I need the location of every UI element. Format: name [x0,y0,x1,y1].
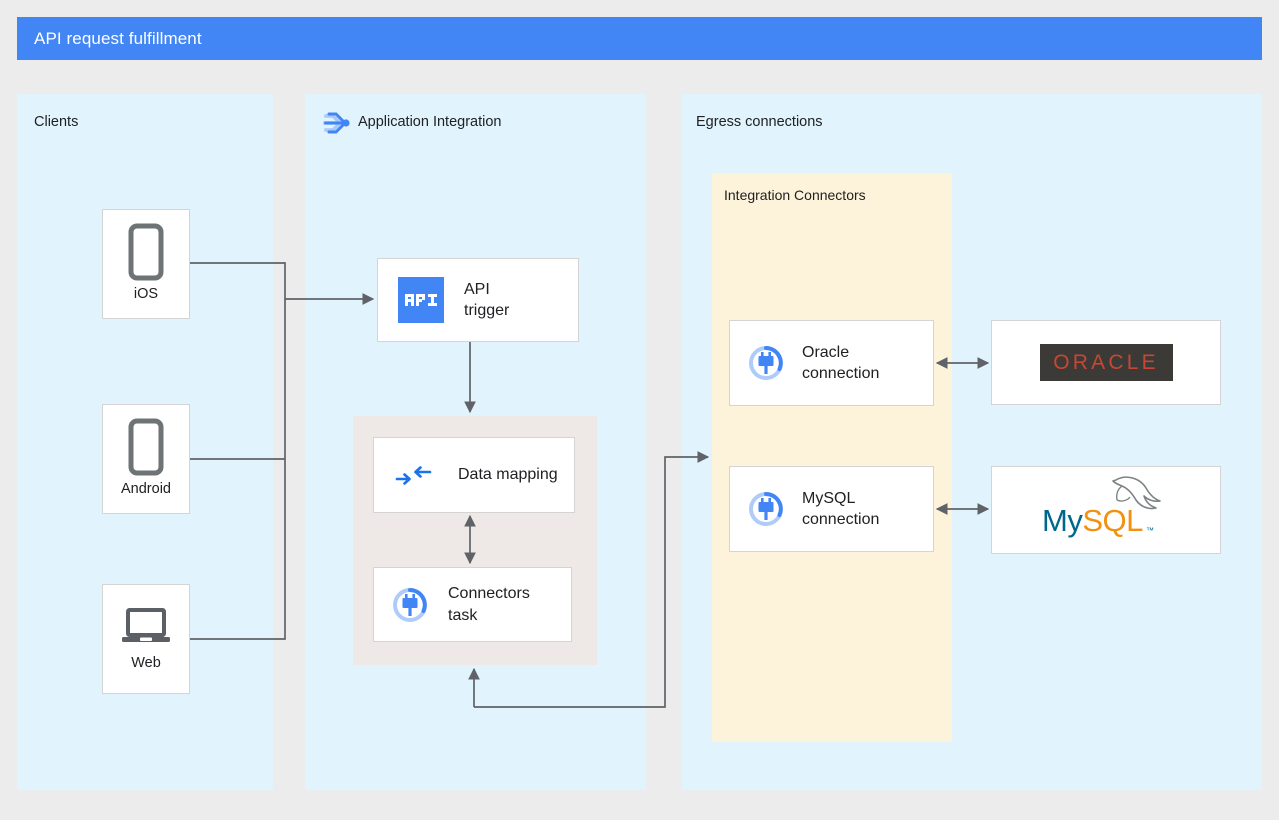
node-api-trigger[interactable]: API trigger [377,258,579,342]
node-api-trigger-label: API trigger [464,280,510,319]
laptop-icon [120,604,172,650]
group-integration-connectors-label: Integration Connectors [724,187,866,203]
data-mapping-icon [394,461,434,489]
node-mysql-connection-label: MySQL connection [802,489,880,528]
client-node-ios-label: iOS [133,286,159,303]
client-node-android-label: Android [121,481,171,498]
client-node-android[interactable]: Android [102,404,190,514]
client-node-web[interactable]: Web [102,584,190,694]
oracle-logo: ORACLE [1039,344,1173,381]
mysql-wordmark: MySQL [1042,503,1143,539]
mysql-trademark: ™ [1146,526,1154,535]
client-node-ios[interactable]: iOS [102,209,190,319]
phone-icon [125,418,167,476]
connector-plug-icon [746,489,786,529]
connector-plug-icon [390,585,430,625]
backend-mysql[interactable]: MySQL ™ [991,466,1221,554]
mysql-word-my: My [1042,503,1083,538]
mysql-logo: MySQL ™ [1042,476,1170,541]
page-title: API request fulfillment [34,28,202,48]
group-integration-connectors: Integration Connectors [712,173,952,742]
node-connectors-task[interactable]: Connectors task [373,567,572,642]
application-integration-icon [319,106,353,140]
connector-plug-icon [746,343,786,383]
mysql-dolphin-icon [1112,476,1161,510]
node-data-mapping-label: Data mapping [458,466,558,484]
client-node-web-label: Web [131,655,161,672]
diagram-title-bar: API request fulfillment [17,17,1262,60]
node-oracle-connection[interactable]: Oracle connection [729,320,934,406]
panel-egress-connections-label: Egress connections [696,114,823,130]
phone-icon [125,223,167,281]
backend-oracle[interactable]: ORACLE [991,320,1221,405]
panel-application-integration-label: Application Integration [358,114,502,130]
node-connectors-task-label: Connectors task [448,585,530,624]
oracle-logo-text: ORACLE [1053,350,1159,374]
panel-clients-label: Clients [34,114,79,130]
node-oracle-connection-label: Oracle connection [802,343,880,382]
mysql-word-sql: SQL [1082,503,1143,538]
node-mysql-connection[interactable]: MySQL connection [729,466,934,552]
node-data-mapping[interactable]: Data mapping [373,437,575,513]
api-trigger-icon [398,277,444,323]
